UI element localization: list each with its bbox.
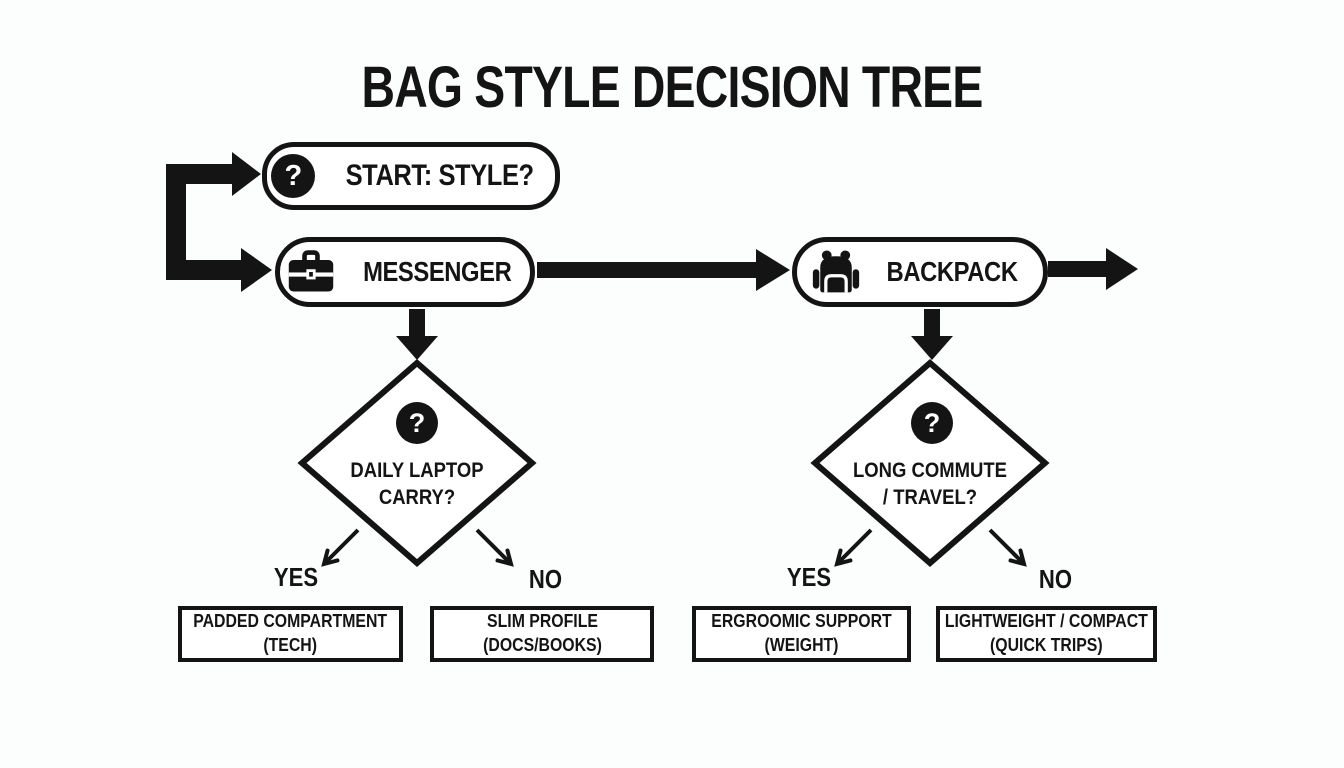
entry-elbow-arrow [166, 152, 272, 292]
question-circle-icon: ? [271, 154, 316, 198]
question-glyph: ? [284, 159, 303, 192]
messenger-down-arrow [396, 309, 438, 360]
question-circle-icon: ? [396, 402, 438, 444]
outcome-line2: (WEIGHT) [764, 635, 839, 655]
decision-right-label: LONG COMMUTE / TRAVEL? [842, 458, 1018, 512]
outcome-line2: (TECH) [263, 635, 318, 655]
outcome-label: PADDED COMPARTMENT (TECH) [194, 610, 388, 658]
decision-right-line1: LONG COMMUTE [853, 459, 1007, 482]
page-title: BAG STYLE DECISION TREE [361, 55, 984, 120]
briefcase-icon [288, 250, 334, 292]
decision-diamond-right [810, 359, 1050, 567]
backpack-node-label: BACKPACK [886, 256, 1018, 287]
outcome-box-lightweight-compact: LIGHTWEIGHT / COMPACT (QUICK TRIPS) [936, 606, 1157, 662]
decision-left-label: DAILY LAPTOP CARRY? [329, 458, 505, 512]
start-node: ? START: STYLE? [262, 142, 560, 210]
outcome-line2: (DOCS/BOOKS) [482, 635, 602, 655]
outcome-line1: PADDED COMPARTMENT [193, 611, 388, 632]
messenger-node-label: MESSENGER [362, 256, 512, 287]
outcome-line1: ERGROOMIC SUPPORT [711, 611, 892, 632]
question-glyph: ? [408, 407, 426, 438]
outcome-box-padded-compartment: PADDED COMPARTMENT (TECH) [178, 606, 403, 662]
messenger-to-backpack-arrow [537, 249, 790, 291]
backpack-exit-arrow [1048, 248, 1138, 290]
backpack-node: BACKPACK [792, 237, 1048, 307]
left-yes-arrow [321, 528, 360, 567]
right-no-label: NO [1038, 564, 1073, 594]
left-no-label: NO [528, 564, 563, 594]
decision-left-line1: DAILY LAPTOP [350, 459, 484, 482]
left-yes-label: YES [273, 562, 319, 592]
outcome-line2: (QUICK TRIPS) [990, 635, 1103, 655]
outcome-box-ergonomic-support: ERGROOMIC SUPPORT (WEIGHT) [692, 606, 911, 662]
right-yes-label: YES [786, 562, 832, 592]
backpack-down-arrow [911, 309, 953, 360]
question-circle-icon: ? [911, 402, 953, 444]
outcome-label: SLIM PROFILE (DOCS/BOOKS) [483, 610, 602, 658]
right-yes-arrow [834, 528, 873, 567]
outcome-line1: SLIM PROFILE [486, 611, 598, 632]
outcome-box-slim-profile: SLIM PROFILE (DOCS/BOOKS) [430, 606, 654, 662]
outcome-line1: LIGHTWEIGHT / COMPACT [945, 611, 1148, 632]
messenger-node: MESSENGER [275, 237, 535, 307]
backpack-icon [812, 248, 860, 293]
outcome-label: ERGROOMIC SUPPORT (WEIGHT) [711, 610, 891, 658]
decision-right-line2: / TRAVEL? [882, 485, 978, 509]
start-node-label: START: STYLE? [345, 159, 535, 192]
left-no-arrow [475, 528, 514, 567]
decision-diamond-left [297, 359, 537, 567]
outcome-label: LIGHTWEIGHT / COMPACT (QUICK TRIPS) [945, 610, 1148, 658]
decision-left-line2: CARRY? [378, 485, 456, 509]
question-glyph: ? [923, 407, 941, 438]
right-no-arrow [988, 528, 1027, 567]
